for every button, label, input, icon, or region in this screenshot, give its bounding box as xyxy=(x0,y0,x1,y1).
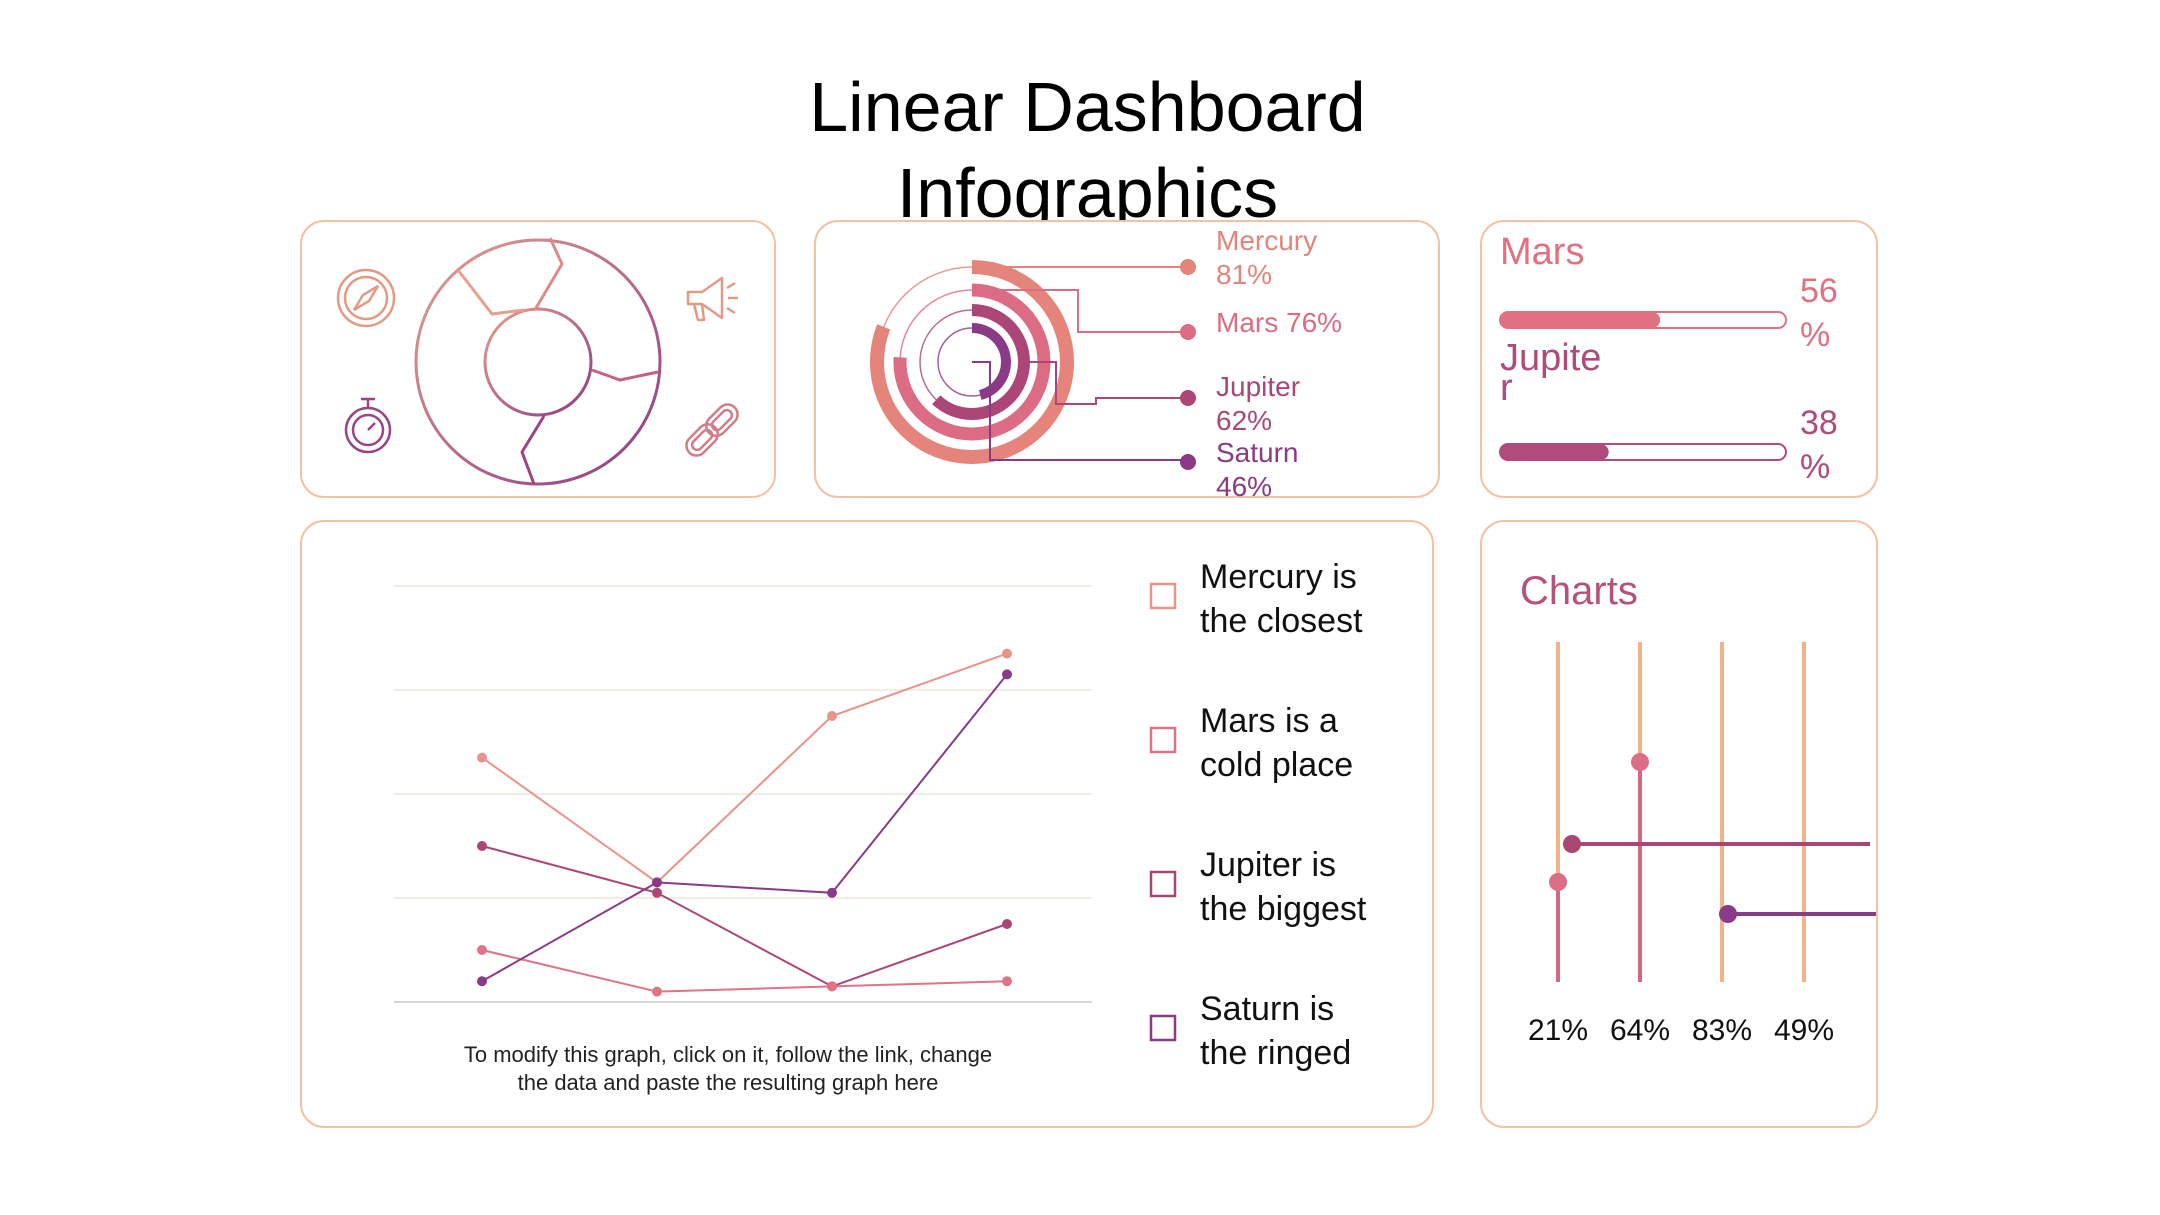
ring-dot xyxy=(1180,454,1196,470)
bar-fill xyxy=(1500,444,1609,460)
series-line xyxy=(481,652,1008,884)
lollipop-label: 83% xyxy=(1692,1014,1752,1047)
data-point xyxy=(652,986,662,997)
lollipop-label: 21% xyxy=(1528,1014,1588,1047)
ring-connector xyxy=(972,361,1188,461)
checkbox[interactable] xyxy=(1149,582,1177,610)
page-title: Linear Dashboard Infographics xyxy=(0,64,2160,236)
ring-label: Jupiter xyxy=(1216,371,1300,402)
data-point xyxy=(1002,669,1012,680)
bar-label-cont: r xyxy=(1500,367,1513,409)
checklist-line: the ringed xyxy=(1200,1034,1351,1072)
cycle-panel xyxy=(300,220,776,498)
bar-percent-sign: % xyxy=(1800,448,1830,486)
stopwatch-icon xyxy=(344,397,392,454)
data-point xyxy=(1002,648,1012,659)
bar-label: Mars xyxy=(1500,231,1584,273)
checklist-line: the biggest xyxy=(1200,890,1367,928)
bar-label: Jupite xyxy=(1500,337,1601,379)
checklist-line: Mercury is xyxy=(1200,558,1357,596)
chart-note-line-1: To modify this graph, click on it, follo… xyxy=(464,1042,992,1067)
bar-percent-sign: % xyxy=(1800,316,1830,354)
cycle-ring xyxy=(414,238,662,486)
checklist-line: Saturn is xyxy=(1200,990,1334,1028)
charts-panel: Charts 21% 64% 83% 49% xyxy=(1480,520,1878,1128)
ring-label: Mars 76% xyxy=(1216,307,1342,338)
data-point xyxy=(827,981,837,992)
data-point xyxy=(477,945,487,955)
checklist-line: the closest xyxy=(1200,602,1363,640)
data-point xyxy=(652,887,662,898)
series-line xyxy=(481,845,1008,988)
ring-dot xyxy=(1180,324,1196,340)
ring-dot xyxy=(1180,259,1196,275)
lollipop-dot xyxy=(1631,753,1649,771)
ring-value: 62% xyxy=(1216,405,1272,436)
link-icon xyxy=(685,403,739,457)
compass-icon xyxy=(336,268,396,328)
data-point xyxy=(477,752,487,763)
data-point xyxy=(827,887,837,898)
checkbox[interactable] xyxy=(1149,1014,1177,1042)
title-line-1: Linear Dashboard xyxy=(809,68,1366,146)
lollipop-label: 64% xyxy=(1610,1014,1670,1047)
series-line xyxy=(481,949,1008,993)
data-point xyxy=(1002,919,1012,929)
megaphone-icon xyxy=(686,276,738,322)
ring-connector xyxy=(1024,361,1188,405)
charts-title: Charts xyxy=(1520,569,1638,613)
series-line xyxy=(481,673,1008,983)
ring-value: 46% xyxy=(1216,471,1272,502)
bar-percent: 38 xyxy=(1800,404,1838,442)
lollipop-label: 49% xyxy=(1774,1014,1834,1047)
progress-bars: Mars 56% Jupiter 38% xyxy=(1499,231,1838,486)
data-point xyxy=(827,711,837,721)
ring-dot xyxy=(1180,390,1196,406)
ring-value: 81% xyxy=(1216,259,1272,290)
bar-fill xyxy=(1500,312,1661,328)
checklist-line: Jupiter is xyxy=(1200,846,1336,884)
ring-label: Mercury xyxy=(1216,225,1317,256)
cycle-arrows xyxy=(456,237,659,485)
chart-note-line-2: the data and paste the resulting graph h… xyxy=(518,1070,939,1095)
data-point xyxy=(477,841,487,851)
data-point xyxy=(477,976,487,987)
ring-label: Saturn xyxy=(1216,437,1299,468)
checkbox[interactable] xyxy=(1149,726,1177,754)
line-chart: To modify this graph, click on it, follo… xyxy=(394,558,1367,1095)
lollipop-dot xyxy=(1563,835,1581,853)
lollipop-dot xyxy=(1719,905,1737,923)
lollipop-chart: Charts 21% 64% 83% 49% xyxy=(1520,569,1876,1047)
checklist-line: Mars is a xyxy=(1200,702,1338,740)
lollipop-dot xyxy=(1549,873,1567,891)
ring-arc xyxy=(933,323,1011,401)
bar-percent: 56 xyxy=(1800,272,1838,310)
linechart-panel: To modify this graph, click on it, follo… xyxy=(300,520,1434,1128)
data-point xyxy=(652,877,662,888)
data-point xyxy=(1002,976,1012,987)
ring-connector xyxy=(982,289,1188,333)
checkbox[interactable] xyxy=(1149,870,1177,898)
cycle-diagram xyxy=(336,237,739,486)
checklist-line: cold place xyxy=(1200,746,1353,784)
title-line-2: Infographics xyxy=(896,154,1279,232)
